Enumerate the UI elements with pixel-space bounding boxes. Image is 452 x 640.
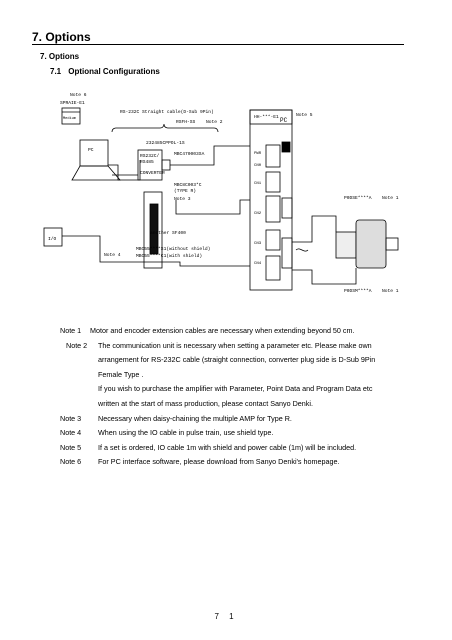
mbc-part-label: MBC470003SA: [174, 151, 205, 157]
page-number: 7 1: [214, 612, 238, 621]
software-label: SPRAIE-E1: [60, 100, 85, 106]
io-cable2-label: MBC55****C1(with shield): [136, 253, 202, 259]
software-disk-icon: [61, 107, 81, 125]
converter-line2: RS485: [140, 159, 154, 165]
subsection-title: 7.1 Optional Configurations: [50, 67, 160, 76]
cn-label-cn4: CN4: [254, 262, 262, 266]
sf-label: another SF400: [150, 230, 186, 236]
note6-label: Note 6: [70, 92, 87, 98]
pc-label: PC: [88, 147, 94, 153]
cn-label-cn2: CN2: [254, 212, 262, 216]
cn-label-cn1: CN1: [254, 182, 262, 186]
note-line: arrangement for RS-232C cable (straight …: [98, 355, 376, 365]
configuration-diagram: Note 6 SPRAIE-E1 Medium RS-232C Straight…: [43, 92, 399, 294]
note4-label: Note 4: [104, 252, 121, 258]
note2-label: Note 2: [206, 119, 223, 125]
rs-part-label: RSFH-SS: [176, 119, 196, 125]
note5-label: Note 5: [296, 112, 313, 118]
cn-label-cn0: CN0: [254, 164, 262, 168]
note1a-label: Note 1: [382, 195, 399, 201]
converter-model-label: 232485CPPOL-1S: [146, 140, 185, 146]
subsection-number: 7.1: [50, 67, 62, 76]
power-cable-label: P0DSM****A: [344, 288, 372, 294]
note-line: Female Type .: [98, 369, 144, 379]
encoder-cable-label: P0DSE****A: [344, 195, 372, 201]
io-cable1-label: MBC55****S1(without shield): [136, 246, 210, 252]
second-amplifier-icon: [143, 191, 163, 269]
converter-line3: CONVERTER: [140, 170, 165, 176]
note1b-label: Note 1: [382, 288, 399, 294]
cn-label-cn3: CN3: [254, 242, 262, 246]
title-rule: [32, 44, 404, 45]
note-line: written at the start of mass production,…: [98, 399, 313, 408]
cn-label-pwr: PWR: [254, 152, 262, 156]
daisy-part2-label: (TYPE R): [174, 188, 196, 194]
io-device-icon: [43, 227, 63, 247]
note-line: If you wish to purchase the amplifier wi…: [98, 384, 373, 394]
pc-laptop-icon: [79, 139, 109, 167]
chapter-title: 7. Options: [32, 30, 91, 44]
daisy-part1-label: MBC8C003*C: [174, 182, 202, 188]
io-label: I/O: [48, 236, 57, 242]
rs232-label: RS-232C Straight cable(D-Sub 9Pin): [120, 109, 214, 115]
converter-line1: RS232C/: [140, 153, 160, 159]
note3-label: Note 3: [174, 196, 191, 202]
amp-top-label: HH-***-E1: [254, 114, 279, 120]
software-sub-label: Medium: [63, 116, 76, 121]
amp-pc-label: PC: [280, 117, 288, 124]
motor-icon: [335, 231, 357, 259]
section-title: 7. Options: [40, 52, 80, 61]
subsection-label: Optional Configurations: [68, 67, 160, 76]
